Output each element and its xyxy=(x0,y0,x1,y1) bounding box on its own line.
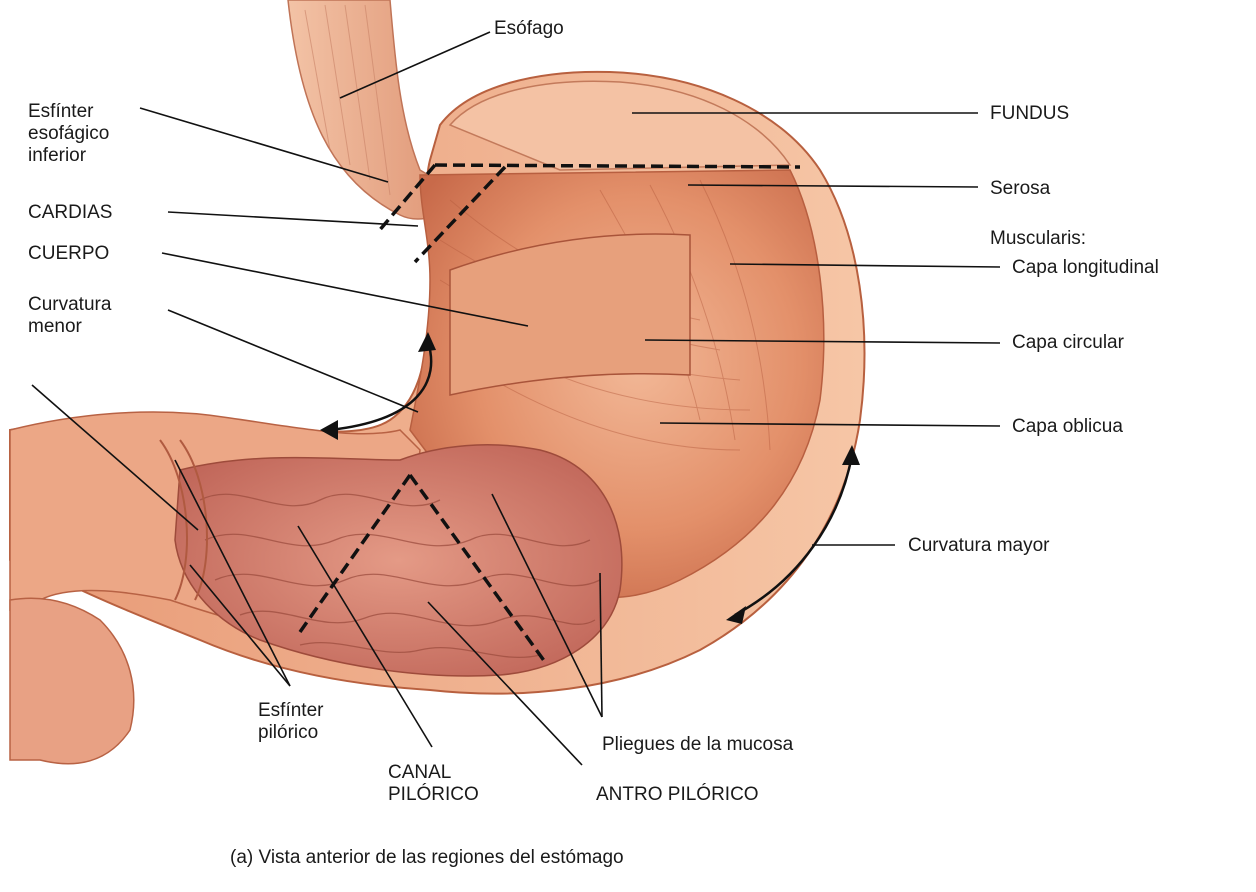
label-antro-pilorico: ANTRO PILÓRICO xyxy=(596,784,759,806)
label-capa-circular: Capa circular xyxy=(1012,332,1124,354)
label-curvatura-mayor: Curvatura mayor xyxy=(908,535,1050,557)
label-curvatura-menor: Curvatura menor xyxy=(28,294,148,338)
label-fundus: FUNDUS xyxy=(990,103,1069,125)
label-cuerpo: CUERPO xyxy=(28,243,109,265)
label-canal-pilorico: CANAL PILÓRICO xyxy=(388,762,498,806)
label-esfinter-pilorico: Esfínter pilórico xyxy=(258,700,368,744)
label-esofago: Esófago xyxy=(494,18,564,40)
circular-layer-flap xyxy=(450,234,690,395)
label-serosa: Serosa xyxy=(990,178,1050,200)
label-muscularis: Muscularis: xyxy=(990,228,1086,250)
label-esfinter-esofagico: Esfínter esofágico inferior xyxy=(28,101,158,167)
duodenum xyxy=(10,598,134,764)
figure-caption: (a) Vista anterior de las regiones del e… xyxy=(230,847,624,869)
label-capa-longitudinal: Capa longitudinal xyxy=(1012,257,1159,279)
label-cardias: CARDIAS xyxy=(28,202,112,224)
label-capa-oblicua: Capa oblicua xyxy=(1012,416,1123,438)
label-pliegues: Pliegues de la mucosa xyxy=(602,734,793,756)
